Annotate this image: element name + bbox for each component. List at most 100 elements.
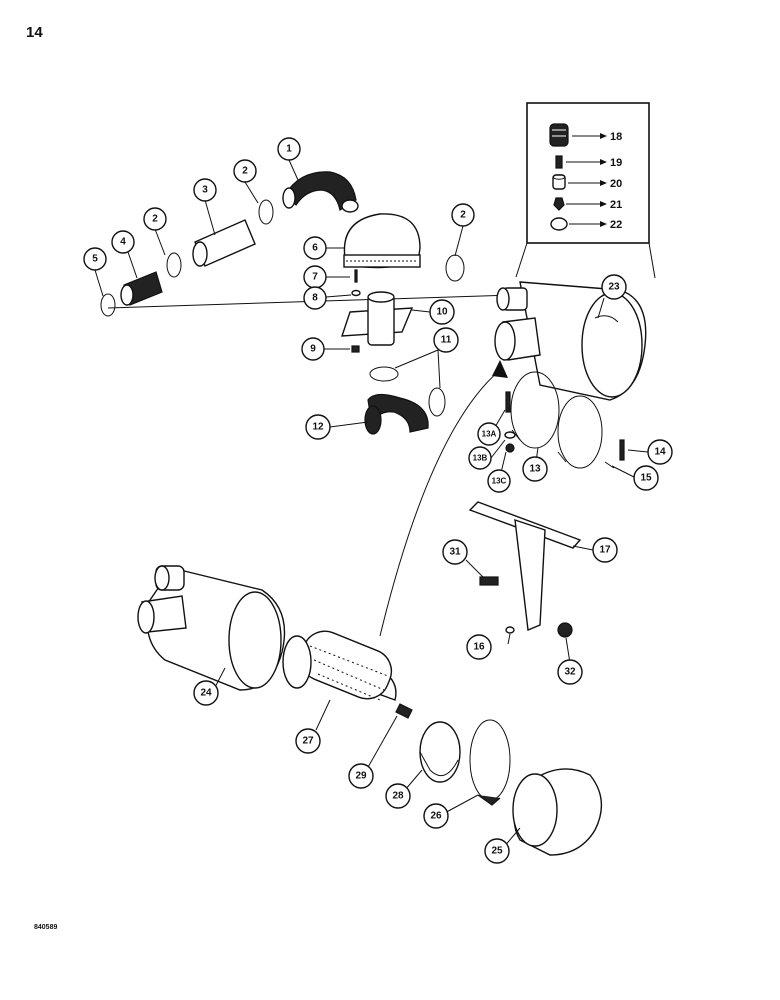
flexible-elbow-12 xyxy=(364,393,429,435)
end-cap-28 xyxy=(419,721,461,783)
callout-5: 5 xyxy=(83,247,107,271)
inset-label-22: 22 xyxy=(610,219,622,231)
callout-13b: 13B xyxy=(468,446,492,470)
washer-16 xyxy=(505,626,515,634)
sleeve-icon xyxy=(552,174,566,190)
callout-15: 15 xyxy=(633,465,659,491)
callout-17: 17 xyxy=(592,537,618,563)
svg-text:10: 10 xyxy=(436,307,448,318)
cap-nut-icon xyxy=(550,217,568,231)
nut-9 xyxy=(351,345,360,353)
callout-2-right: 2 xyxy=(451,203,475,227)
clamp-5 xyxy=(100,293,116,317)
callout-24: 24 xyxy=(193,680,219,706)
inset-label-18: 18 xyxy=(610,131,622,143)
precleaner-6 xyxy=(343,213,421,269)
svg-text:2: 2 xyxy=(242,166,248,177)
clamp-11-right xyxy=(428,387,446,417)
air-cleaner-assembly-24 xyxy=(137,565,286,691)
callout-29: 29 xyxy=(348,763,374,789)
svg-text:11: 11 xyxy=(441,335,452,346)
callout-11: 11 xyxy=(433,327,459,353)
inset-box xyxy=(526,102,650,244)
hose-clamp-2-right xyxy=(445,254,465,282)
nut-15 xyxy=(604,461,615,469)
svg-text:1: 1 xyxy=(286,144,292,155)
svg-text:15: 15 xyxy=(640,473,652,484)
inset-label-20: 20 xyxy=(610,178,622,190)
mounting-arrow xyxy=(379,369,501,637)
svg-text:13: 13 xyxy=(529,464,541,475)
svg-text:28: 28 xyxy=(392,791,404,802)
tube-3 xyxy=(192,219,256,267)
rain-cap-icon xyxy=(549,123,569,147)
elbow-hose-1 xyxy=(282,171,359,213)
hose-clamp-2-upper xyxy=(258,199,274,225)
adapter-4 xyxy=(120,271,163,306)
svg-text:9: 9 xyxy=(310,344,316,355)
svg-text:13C: 13C xyxy=(492,477,507,486)
mounting-flange-10 xyxy=(341,291,414,346)
svg-text:2: 2 xyxy=(460,210,466,221)
callout-9: 9 xyxy=(301,337,325,361)
svg-text:16: 16 xyxy=(473,642,485,653)
callout-2-left: 2 xyxy=(143,207,167,231)
svg-text:24: 24 xyxy=(200,688,212,699)
svg-text:3: 3 xyxy=(202,185,208,196)
clamp-band-26 xyxy=(469,719,511,806)
callout-12: 12 xyxy=(305,414,331,440)
page-number: 14 xyxy=(26,24,43,41)
callout-32: 32 xyxy=(557,659,583,685)
callout-31: 31 xyxy=(442,539,468,565)
svg-text:5: 5 xyxy=(92,254,98,265)
callout-28: 28 xyxy=(385,783,411,809)
callout-14: 14 xyxy=(647,439,673,465)
inset-label-21: 21 xyxy=(610,199,622,211)
washer-8 xyxy=(351,289,361,297)
valve-icon xyxy=(553,197,565,211)
callout-25: 25 xyxy=(484,838,510,864)
stem-icon xyxy=(555,155,563,169)
callout-10: 10 xyxy=(429,299,455,325)
support-bracket-17 xyxy=(468,501,582,632)
svg-text:25: 25 xyxy=(491,846,503,857)
svg-text:2: 2 xyxy=(152,214,158,225)
mounting-arrowhead xyxy=(492,360,508,378)
callout-13: 13 xyxy=(522,456,548,482)
bolt-14 xyxy=(619,439,625,461)
inset-label-19: 19 xyxy=(610,157,622,169)
svg-text:29: 29 xyxy=(355,771,367,782)
svg-text:12: 12 xyxy=(312,422,324,433)
callout-1: 1 xyxy=(277,137,301,161)
svg-text:31: 31 xyxy=(449,547,461,558)
document-code: 840589 xyxy=(34,924,58,931)
svg-text:7: 7 xyxy=(312,272,318,283)
svg-text:32: 32 xyxy=(564,667,576,678)
bolt-13a xyxy=(505,391,511,413)
clamp-11-left xyxy=(369,366,399,382)
filter-element-27 xyxy=(282,630,397,701)
callout-23: 23 xyxy=(601,274,627,300)
hose-clamp-2-left xyxy=(166,252,182,278)
svg-text:13A: 13A xyxy=(482,430,497,439)
svg-text:26: 26 xyxy=(430,811,442,822)
cover-25 xyxy=(512,768,603,856)
callout-4: 4 xyxy=(111,230,135,254)
svg-text:14: 14 xyxy=(654,447,666,458)
callout-3: 3 xyxy=(193,178,217,202)
callout-27: 27 xyxy=(295,728,321,754)
svg-text:17: 17 xyxy=(599,545,611,556)
callout-13a: 13A xyxy=(477,422,501,446)
callout-8: 8 xyxy=(303,286,327,310)
nut-13c xyxy=(505,443,515,453)
callout-7: 7 xyxy=(303,265,327,289)
air-cleaner-body-23 xyxy=(494,281,647,401)
svg-text:6: 6 xyxy=(312,243,318,254)
wing-nut-29 xyxy=(395,703,413,719)
callout-2-upper: 2 xyxy=(233,159,257,183)
mounting-band-13 xyxy=(510,371,603,469)
svg-text:27: 27 xyxy=(302,736,314,747)
callout-6: 6 xyxy=(303,236,327,260)
callout-26: 26 xyxy=(423,803,449,829)
